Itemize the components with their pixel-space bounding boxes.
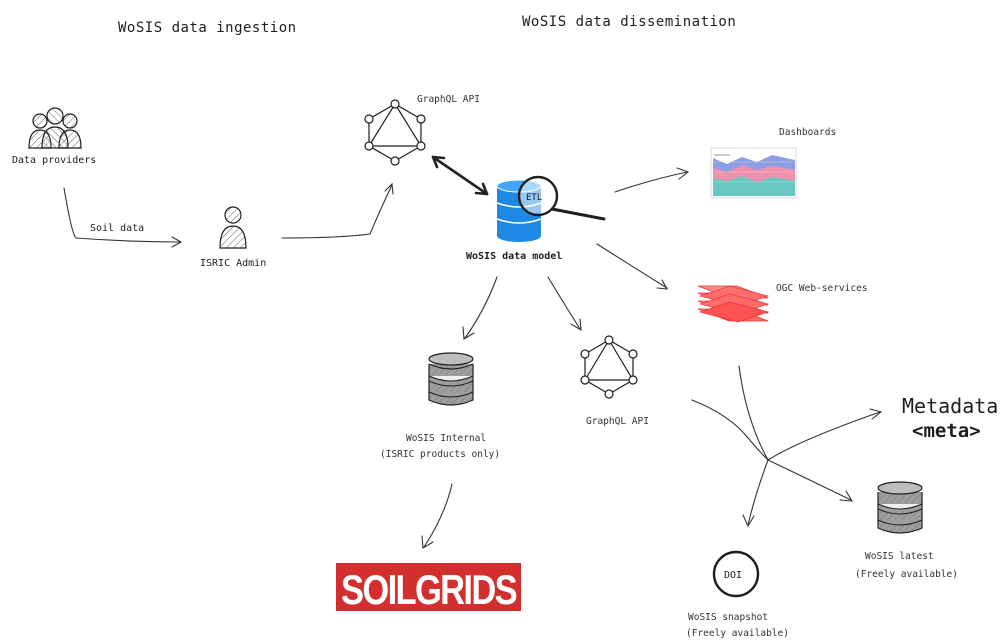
etl-label: ETL: [526, 193, 542, 203]
wosis-internal-label-2: (ISRIC products only): [380, 449, 500, 460]
arrow-head: [171, 236, 183, 248]
doi-badge-icon: DOI: [712, 550, 760, 598]
arrow-head: [570, 318, 582, 332]
arrow-head: [656, 279, 668, 290]
isric-admin-label: ISRIC Admin: [200, 258, 266, 269]
heading-ingestion: WoSIS data ingestion: [118, 20, 297, 36]
heading-dissemination: WoSIS data dissemination: [522, 14, 736, 30]
soilgrids-logo: SOILGRIDS: [336, 563, 521, 613]
layers-icon: [697, 285, 770, 323]
arrow-to-soilgrids: [423, 483, 453, 548]
arrow-head: [474, 182, 489, 196]
arrow-providers-to-admin: [63, 187, 181, 243]
database-icon: [877, 481, 923, 534]
data-providers-label: Data providers: [12, 155, 96, 166]
arrow-head: [676, 167, 690, 180]
soilgrids-logo-text: SOILGRIDS: [341, 566, 517, 613]
person-icon: [219, 206, 247, 249]
arrow-head: [421, 535, 434, 549]
arrow-to-metadata: [767, 411, 881, 461]
dashboards-label: Dashboards: [779, 127, 836, 138]
arrow-graphql-datamodel: [431, 155, 489, 196]
arrow-head: [742, 514, 755, 528]
arrow-head: [384, 182, 394, 195]
doi-label: DOI: [724, 570, 742, 581]
arrow-to-internal: [464, 276, 498, 339]
wosis-latest-label-1: WoSIS latest: [865, 551, 934, 562]
magnifier-icon: [517, 175, 606, 221]
area-chart-icon: [710, 147, 797, 199]
graphql-api-top-label: GraphQL API: [417, 94, 480, 105]
graphql-api-mid-label: GraphQL API: [586, 416, 649, 427]
branch-line-2: [738, 365, 769, 461]
arrow-head: [462, 326, 475, 340]
metadata-label: Metadata: [902, 394, 998, 418]
arrow-to-ogc: [596, 243, 668, 289]
meta-tag-label: <meta>: [912, 420, 981, 442]
database-icon: [428, 352, 474, 406]
wosis-snapshot-label-1: WoSIS snapshot: [688, 612, 768, 623]
arrow-to-dashboards: [614, 171, 688, 193]
graphql-icon: [580, 335, 638, 399]
arrow-head: [839, 490, 854, 502]
wosis-internal-label-1: WoSIS Internal: [406, 433, 486, 444]
arrow-to-snapshot: [747, 459, 769, 526]
arrow-head: [431, 155, 446, 169]
branch-line-1: [691, 399, 769, 461]
people-group-icon: [28, 107, 82, 149]
arrow-head: [869, 408, 883, 420]
arrow-to-graphql-mid: [547, 276, 581, 330]
soil-data-label: Soil data: [90, 223, 144, 234]
arrow-admin-to-graphql: [281, 184, 393, 239]
wosis-snapshot-label-2: (Freely available): [686, 628, 789, 639]
wosis-latest-label-2: (Freely available): [855, 569, 958, 580]
wosis-data-model-label: WoSIS data model: [466, 251, 562, 262]
ogc-web-services-label: OGC Web-services: [776, 283, 868, 294]
arrow-to-latest: [767, 459, 852, 501]
graphql-icon: [364, 99, 426, 166]
